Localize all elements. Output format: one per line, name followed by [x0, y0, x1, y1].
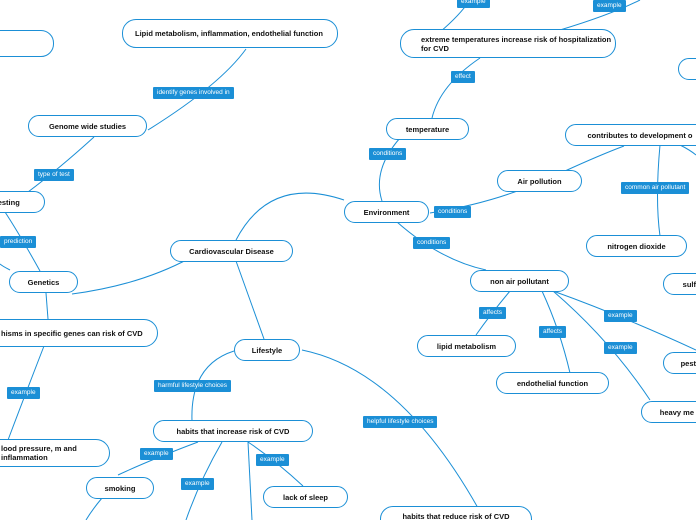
node-testing[interactable]: testing — [0, 191, 45, 213]
node-non-air-pollutant[interactable]: non air pollutant — [470, 270, 569, 292]
node-lipid-metabolism[interactable]: lipid metabolism — [417, 335, 516, 357]
node-temperature[interactable]: temperature — [386, 118, 469, 140]
node-sulf[interactable]: sulf — [663, 273, 696, 295]
node-lack-of-sleep[interactable]: lack of sleep — [263, 486, 348, 508]
label-prediction: prediction — [0, 236, 37, 248]
node-cardiovascular-disease[interactable]: Cardiovascular Disease — [170, 240, 293, 262]
node-heavy-metals[interactable]: heavy me — [641, 401, 696, 423]
node-genetics[interactable]: Genetics — [9, 271, 78, 293]
label-helpful-lifestyle: helpful lifestyle choices — [363, 416, 438, 428]
node-lipid-inflammation[interactable]: Lipid metabolism, inflammation, endothel… — [122, 19, 338, 48]
link-smoking-down — [85, 497, 103, 520]
node-lifestyle[interactable]: Lifestyle — [234, 339, 300, 361]
label-example-sleep: example — [256, 454, 289, 466]
link-inc-down — [247, 441, 253, 520]
node-air-pollution[interactable]: Air pollution — [497, 170, 582, 192]
link-env-temp — [378, 137, 401, 202]
node-partial-right[interactable] — [678, 58, 696, 80]
label-conditions-nonair: conditions — [413, 237, 451, 249]
link-testing-genome — [27, 136, 95, 193]
label-conditions-temp: conditions — [369, 148, 407, 160]
link-lifestyle-red — [301, 349, 479, 509]
label-example-top2: example — [593, 0, 626, 12]
node-contributes[interactable]: contributes to development o — [565, 124, 696, 146]
link-contributes-right — [679, 144, 696, 156]
link-genetics-left — [0, 263, 11, 271]
label-example-pest: example — [604, 310, 637, 322]
node-pest[interactable]: pest — [663, 352, 696, 374]
node-partial-top-left[interactable] — [0, 30, 54, 57]
link-temp-extreme — [431, 57, 481, 119]
label-example-top1: example — [457, 0, 490, 8]
node-genome-wide[interactable]: Genome wide studies — [28, 115, 147, 137]
label-type-of-test: type of test — [34, 169, 74, 181]
node-endothelial-function[interactable]: endothelial function — [496, 372, 609, 394]
node-extreme-temperatures[interactable]: extreme temperatures increase risk of ho… — [400, 29, 616, 58]
label-common-air-pollutant: common air pollutant — [621, 182, 690, 194]
label-example-mid: example — [181, 478, 214, 490]
label-identify-genes: identify genes involved in — [153, 87, 234, 99]
node-nitrogen-dioxide[interactable]: nitrogen dioxide — [586, 235, 687, 257]
label-effect: effect — [451, 71, 475, 83]
node-habits-increase[interactable]: habits that increase risk of CVD — [153, 420, 313, 442]
node-environment[interactable]: Environment — [344, 201, 429, 223]
link-genetics-polymorph — [45, 292, 49, 320]
node-blood-pressure[interactable]: lood pressure, m and inflammation — [0, 439, 110, 467]
link-cvd-genetics — [71, 257, 191, 295]
node-polymorphisms[interactable]: hisms in specific genes can risk of CVD — [0, 319, 158, 347]
label-example-genetics: example — [7, 387, 40, 399]
label-conditions-air: conditions — [434, 206, 472, 218]
label-affects-endo: affects — [539, 326, 567, 338]
link-lifestyle-inc — [191, 350, 235, 422]
link-extreme-top2 — [559, 0, 641, 31]
link-env-nonair — [396, 221, 487, 271]
label-harmful-lifestyle: harmful lifestyle choices — [154, 380, 231, 392]
link-contributes-nitrogen — [657, 144, 661, 237]
link-cvd-lifestyle — [235, 260, 265, 340]
label-example-smoking: example — [140, 448, 173, 460]
link-air-contributes — [564, 145, 625, 172]
node-habits-reduce[interactable]: habits that reduce risk of CVD — [380, 506, 532, 520]
node-smoking[interactable]: smoking — [86, 477, 154, 499]
link-cvd-env — [235, 192, 345, 241]
label-affects-lipid: affects — [479, 307, 507, 319]
label-example-heavy: example — [604, 342, 637, 354]
